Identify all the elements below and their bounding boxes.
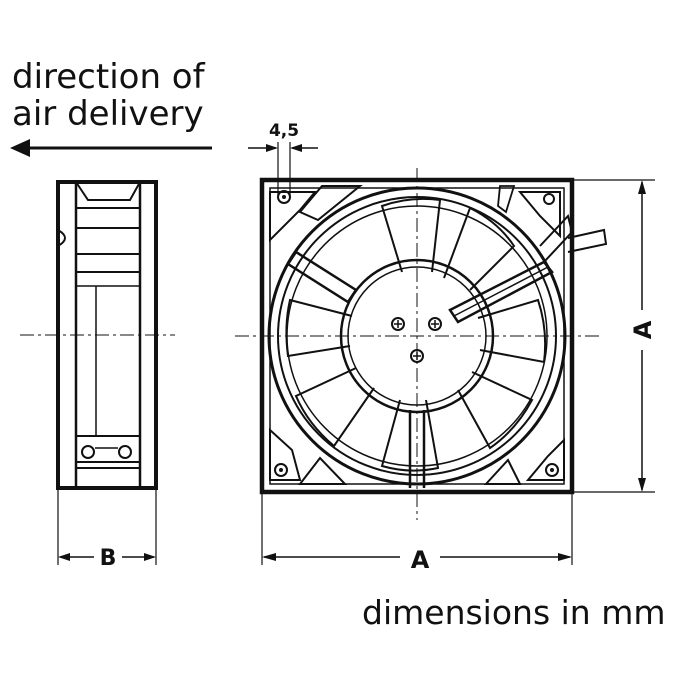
- direction-label-line1: direction of: [12, 57, 206, 97]
- direction-label-line2: air delivery: [12, 94, 204, 134]
- dimension-b: B: [57, 490, 157, 571]
- arrow-left-icon: [10, 139, 212, 157]
- dim-small-label: 4,5: [269, 121, 299, 141]
- units-note: dimensions in mm: [362, 593, 666, 632]
- dim-b-label: B: [100, 546, 117, 571]
- dimension-a-bottom: A: [261, 494, 573, 574]
- dim-a-right-label: A: [629, 320, 657, 339]
- dim-a-bottom-label: A: [411, 546, 430, 574]
- dimension-4-5: 4,5: [248, 121, 318, 196]
- dimension-a-right: A: [574, 179, 657, 493]
